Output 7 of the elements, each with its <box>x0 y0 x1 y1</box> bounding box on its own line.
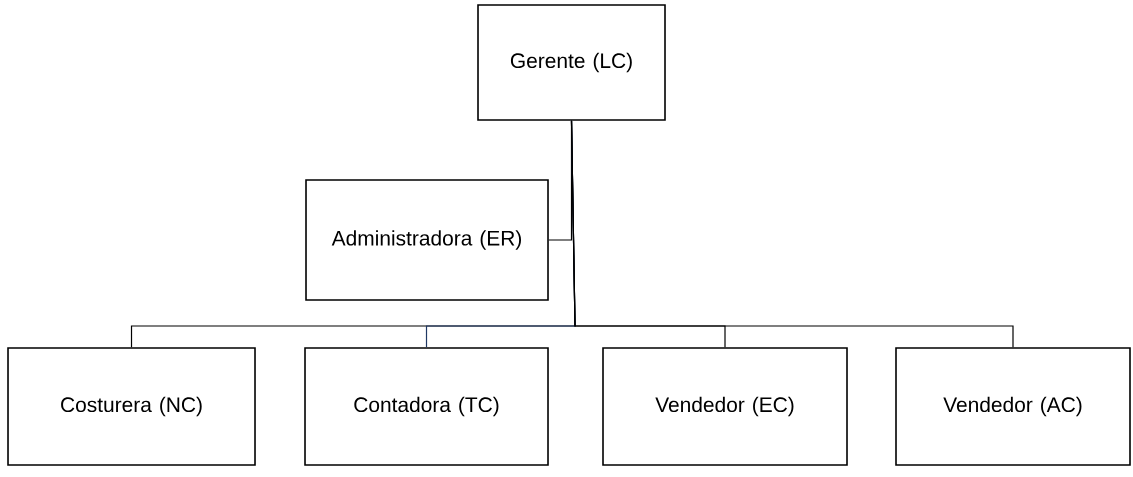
org-box: Vendedor (AC) <box>895 347 1131 466</box>
org-box: Vendedor (EC) <box>602 347 848 466</box>
org-box: Contadora (TC) <box>304 347 549 466</box>
connector-line <box>570 120 1014 348</box>
org-box: Costurera (NC) <box>7 347 256 466</box>
org-box: Administradora (ER) <box>305 179 549 301</box>
org-box: Gerente (LC) <box>477 4 666 121</box>
